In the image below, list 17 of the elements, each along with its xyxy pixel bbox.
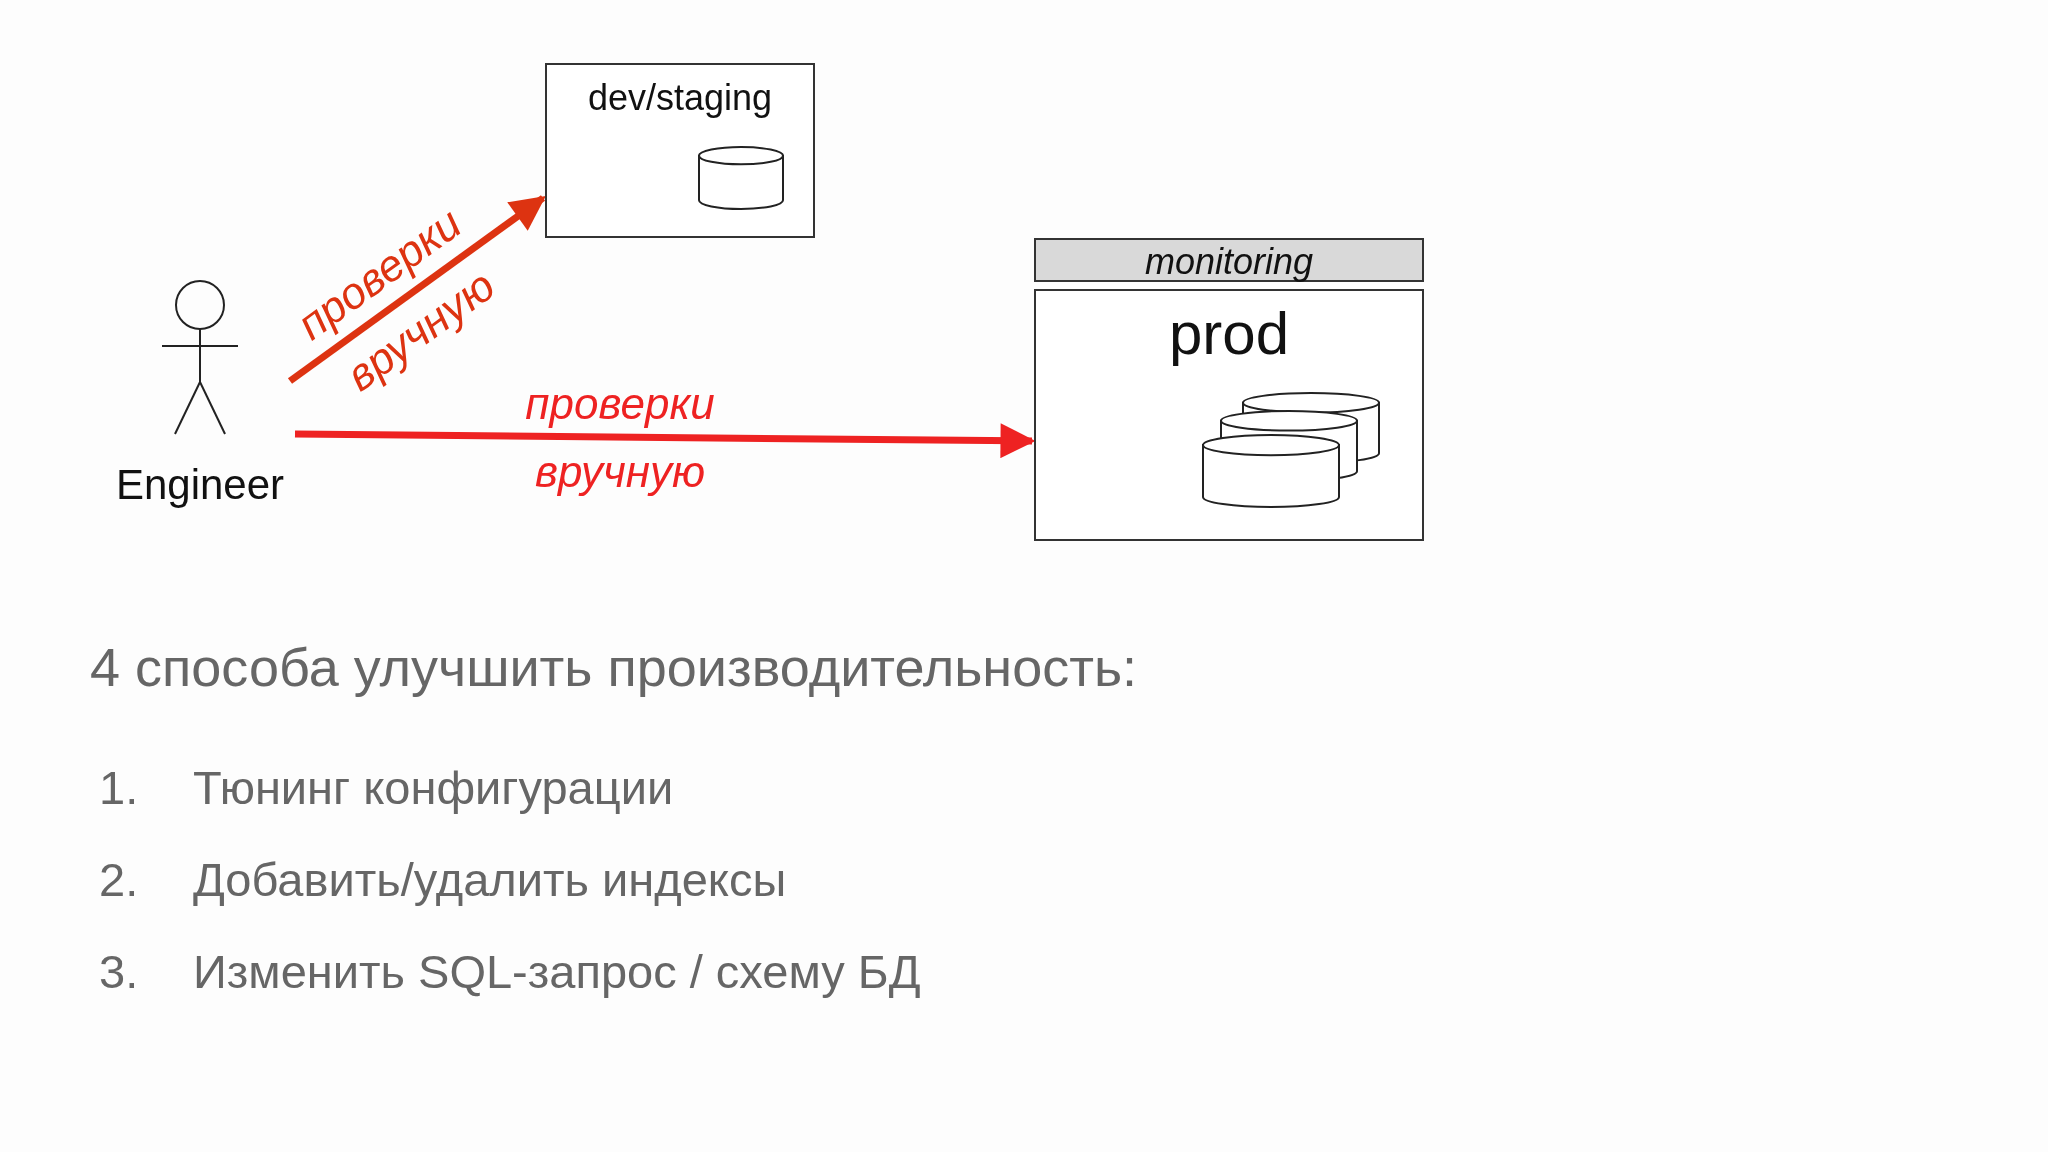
- heading: 4 способа улучшить производительность:: [90, 636, 1138, 698]
- environment-title: dev/staging: [586, 77, 774, 119]
- list-number: 1.: [99, 760, 139, 815]
- list-item: Тюнинг конфигурации: [193, 760, 674, 815]
- arrow: [294, 423, 1036, 459]
- list-number: 3.: [99, 944, 139, 999]
- edge-label: проверки вручную: [524, 378, 716, 499]
- monitoring-bar: [1034, 238, 1424, 282]
- environment-box: [1034, 289, 1424, 541]
- list-number: 2.: [99, 852, 139, 907]
- arrow: [287, 195, 546, 384]
- list-item: Добавить/удалить индексы: [193, 852, 787, 907]
- environment-title: prod: [1167, 299, 1291, 368]
- actor-name: Engineer: [114, 461, 286, 509]
- list-item: Изменить SQL-запрос / схему БД: [193, 944, 921, 999]
- environment-box: [545, 63, 815, 238]
- bar-title: monitoring: [1143, 240, 1315, 284]
